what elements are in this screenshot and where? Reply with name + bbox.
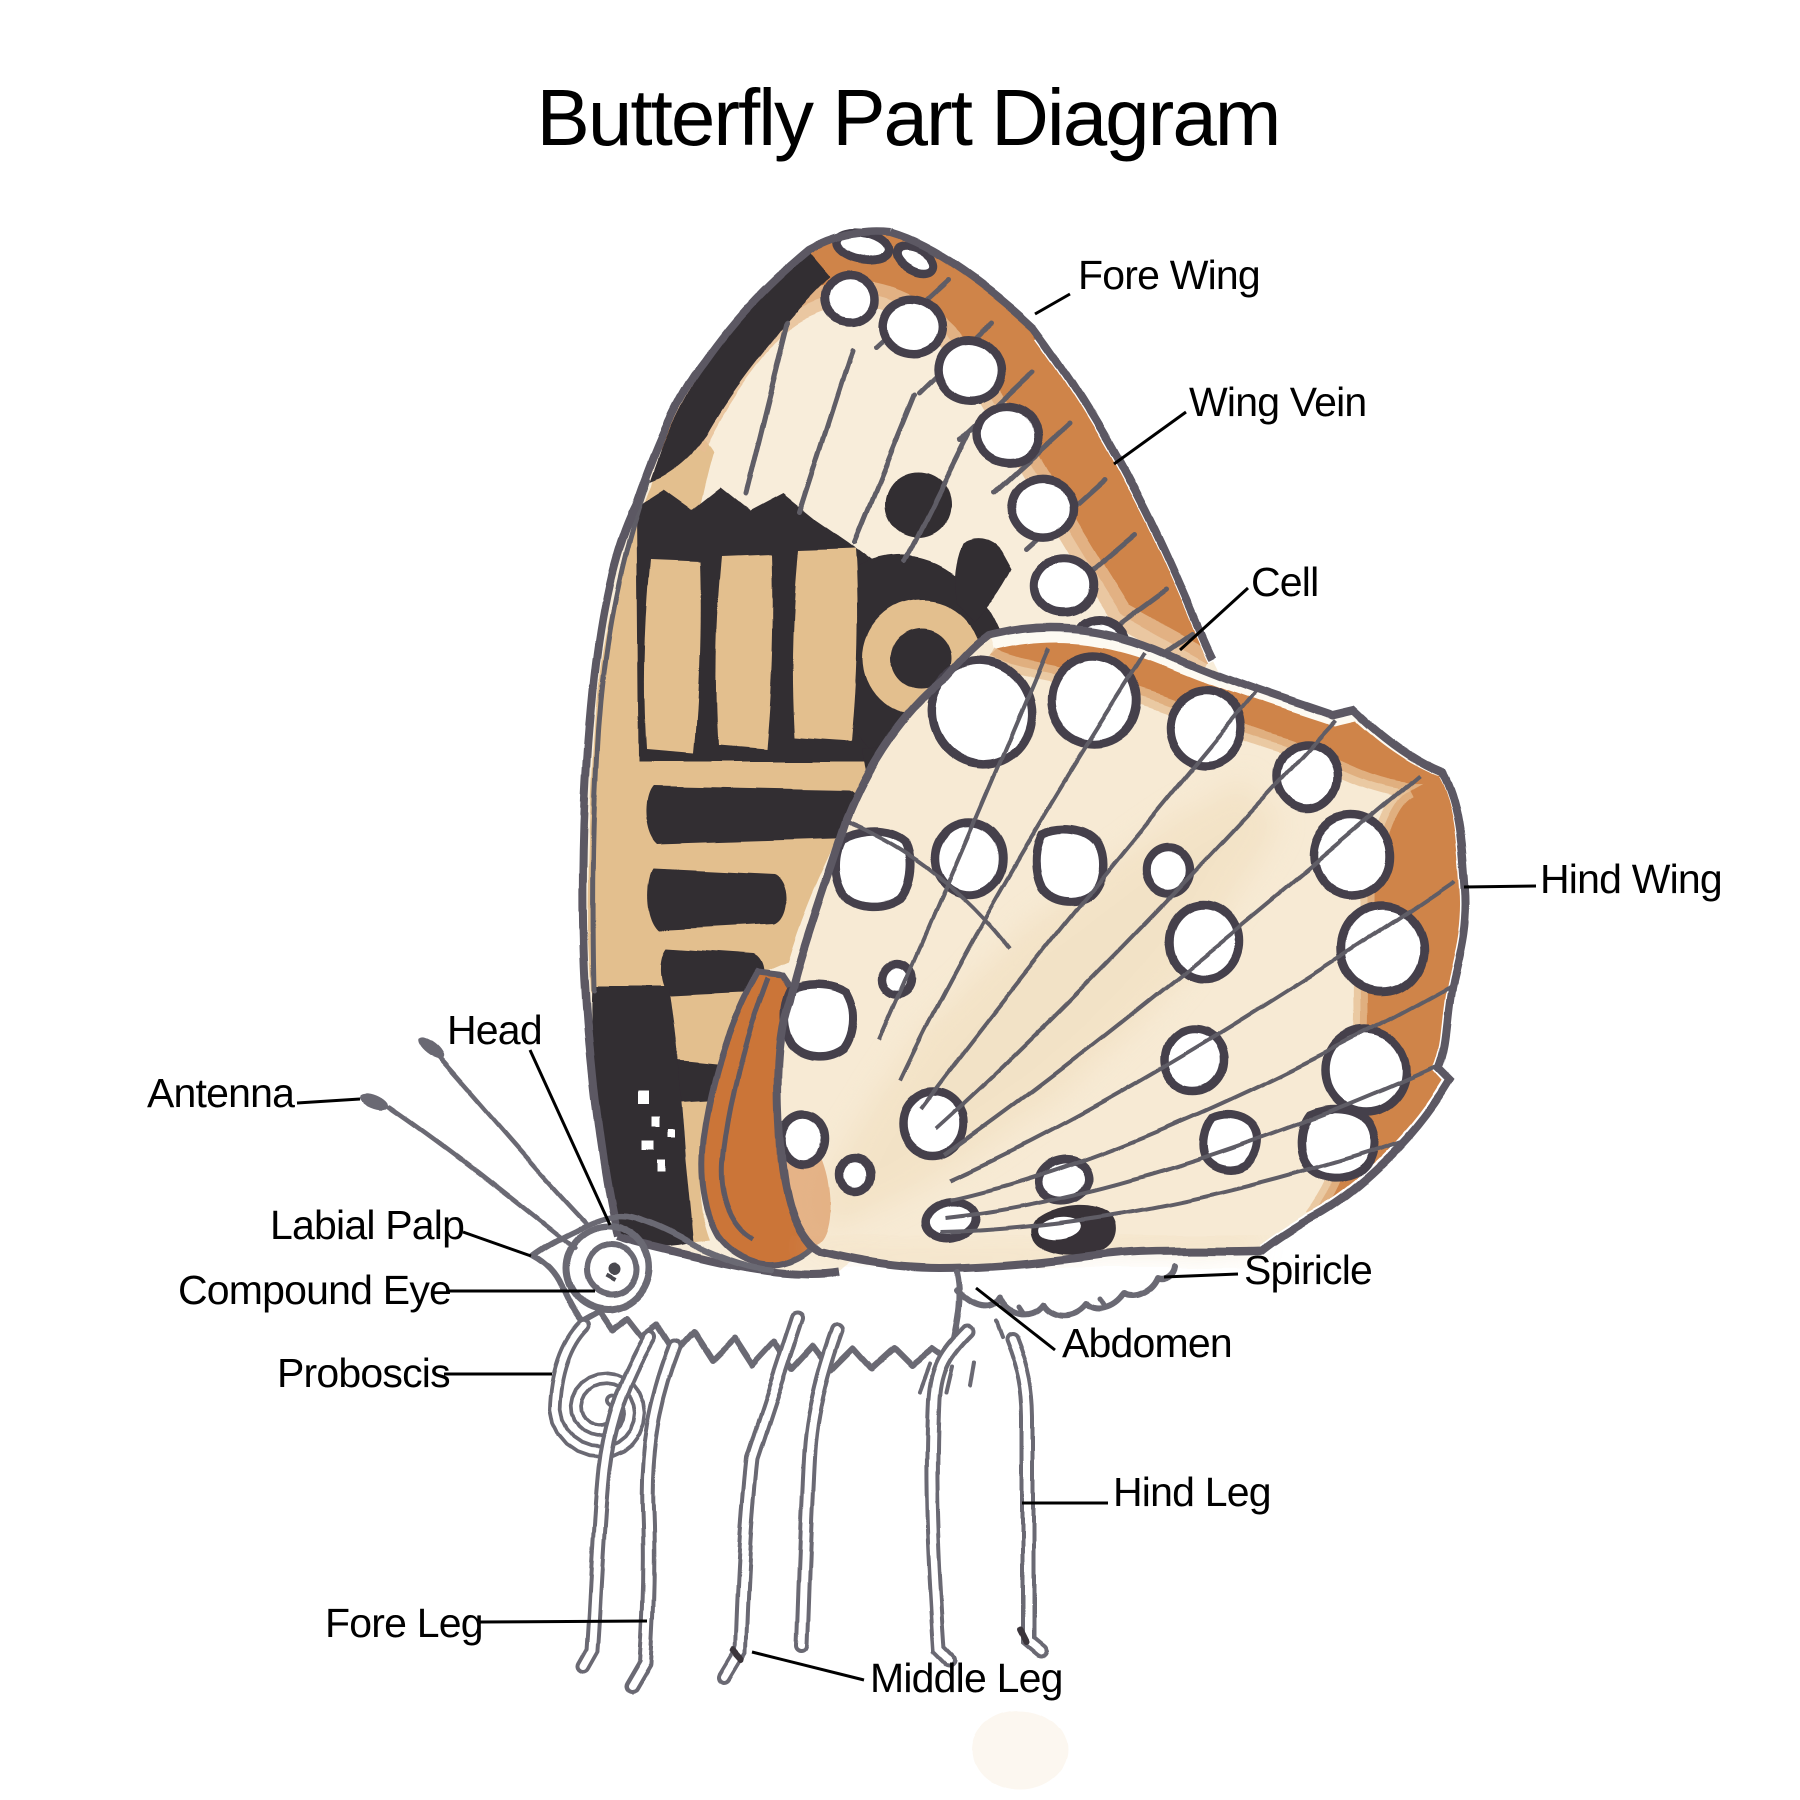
svg-text:Compound Eye: Compound Eye xyxy=(178,1267,451,1313)
svg-text:Fore Wing: Fore Wing xyxy=(1078,252,1260,298)
svg-text:Middle Leg: Middle Leg xyxy=(870,1655,1063,1701)
svg-text:Antenna: Antenna xyxy=(147,1070,295,1116)
svg-text:Cell: Cell xyxy=(1251,559,1318,605)
svg-text:Butterfly Part Diagram: Butterfly Part Diagram xyxy=(537,73,1280,162)
svg-text:Head: Head xyxy=(447,1007,542,1053)
svg-text:Fore Leg: Fore Leg xyxy=(325,1600,483,1646)
svg-text:Hind Wing: Hind Wing xyxy=(1540,856,1722,902)
svg-text:Hind Leg: Hind Leg xyxy=(1113,1469,1271,1515)
svg-text:Wing Vein: Wing Vein xyxy=(1189,379,1366,425)
svg-text:Spiricle: Spiricle xyxy=(1244,1247,1372,1293)
svg-text:Proboscis: Proboscis xyxy=(277,1350,450,1396)
svg-text:Labial Palp: Labial Palp xyxy=(270,1202,464,1248)
svg-text:Abdomen: Abdomen xyxy=(1062,1320,1232,1366)
